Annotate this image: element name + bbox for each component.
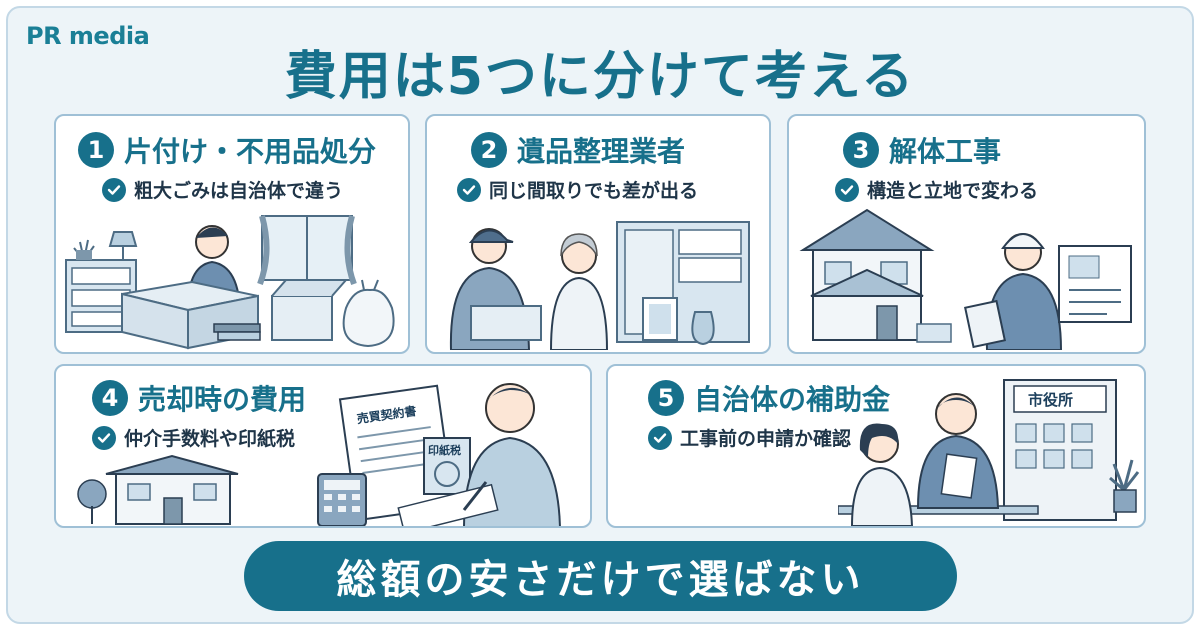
stacked-books-icon	[213, 323, 261, 341]
tree-icon	[77, 479, 107, 524]
number-badge: 2	[471, 132, 507, 168]
card-note: 仲介手数料や印紙税	[92, 424, 295, 451]
estate-clearing-illustration	[449, 221, 750, 350]
contract-signing-illustration: 売買契約書 印紙税	[317, 383, 561, 526]
check-icon	[457, 177, 481, 202]
summary-banner: 総額の安さだけで選ばない	[244, 541, 957, 611]
card-header: 5 自治体の補助金	[648, 378, 890, 418]
card-note: 粗大ごみは自治体で違う	[102, 176, 343, 203]
card-note: 工事前の申請か確認	[648, 424, 851, 451]
elderly-woman-icon	[549, 233, 609, 350]
dresser-icon	[65, 259, 137, 333]
card-note-text: 構造と立地で変わる	[867, 180, 1039, 202]
house-icon	[105, 454, 239, 525]
house-icon	[799, 208, 935, 341]
businessman-signing-icon	[397, 383, 561, 526]
card-note-text: 工事前の申請か確認	[680, 428, 852, 450]
page-title: 費用は5つに分けて考える	[284, 47, 916, 107]
card-header: 3 解体工事	[843, 130, 1001, 170]
card-note-text: 粗大ごみは自治体で違う	[134, 180, 344, 202]
card-note-text: 仲介手数料や印紙税	[124, 428, 296, 450]
card-sale-costs: 4 売却時の費用 仲介手数料や印紙税 売買契約書	[54, 364, 592, 528]
city-hall-consultation-illustration: 市役所	[838, 379, 1140, 526]
summary-banner-text: 総額の安さだけで選ばない	[336, 557, 865, 603]
card-title: 片付け・不用品処分	[124, 135, 377, 168]
card-header: 1 片付け・不用品処分	[78, 130, 376, 170]
decluttering-illustration	[65, 215, 395, 350]
number-badge: 4	[92, 380, 128, 416]
calculator-icon	[317, 473, 367, 526]
picture-frame-icon	[642, 297, 678, 341]
demolition-illustration	[799, 208, 1132, 350]
card-estate-clearing-company: 2 遺品整理業者 同じ間取りでも差が出る	[425, 114, 771, 354]
card-note: 同じ間取りでも差が出る	[457, 176, 698, 203]
lamp-icon	[108, 231, 138, 260]
card-municipal-subsidy: 5 自治体の補助金 工事前の申請か確認 市役所	[606, 364, 1146, 528]
official-icon	[916, 393, 1000, 509]
check-icon	[102, 177, 126, 202]
check-icon	[648, 425, 672, 450]
card-title: 遺品整理業者	[517, 135, 686, 168]
brand-logo: PR media	[26, 22, 150, 50]
number-badge: 1	[78, 132, 114, 168]
house-sale-illustration	[77, 454, 239, 525]
number-badge: 3	[843, 132, 879, 168]
garbage-bag-icon	[342, 279, 395, 348]
card-title: 自治体の補助金	[694, 383, 891, 416]
card-header: 4 売却時の費用	[92, 378, 306, 418]
open-box-icon	[271, 279, 349, 341]
resident-woman-icon	[850, 423, 914, 526]
number-badge: 5	[648, 380, 684, 416]
card-title: 売却時の費用	[138, 383, 307, 416]
card-note-text: 同じ間取りでも差が出る	[489, 180, 699, 202]
hardhat-worker-icon	[964, 233, 1063, 350]
vase-icon	[691, 311, 715, 346]
fence-icon	[916, 323, 952, 343]
revenue-stamp-icon: 印紙税	[423, 437, 471, 495]
check-icon	[92, 425, 116, 450]
city-hall-sign: 市役所	[1028, 391, 1073, 409]
blueprint-board-icon	[1058, 245, 1132, 323]
card-title: 解体工事	[889, 135, 1002, 168]
stamp-label: 印紙税	[428, 443, 461, 457]
plant-icon	[73, 239, 95, 261]
check-icon	[835, 177, 859, 202]
cabinet-icon	[616, 221, 750, 343]
card-cleanup-disposal: 1 片付け・不用品処分 粗大ごみは自治体で違う	[54, 114, 410, 354]
box-icon	[470, 305, 542, 341]
city-hall-building-icon: 市役所	[1003, 379, 1117, 521]
card-header: 2 遺品整理業者	[471, 130, 685, 170]
window-icon	[257, 215, 357, 286]
card-demolition: 3 解体工事 構造と立地で変わる	[787, 114, 1146, 354]
card-note: 構造と立地で変わる	[835, 176, 1038, 203]
potted-plant-icon	[1109, 459, 1140, 513]
